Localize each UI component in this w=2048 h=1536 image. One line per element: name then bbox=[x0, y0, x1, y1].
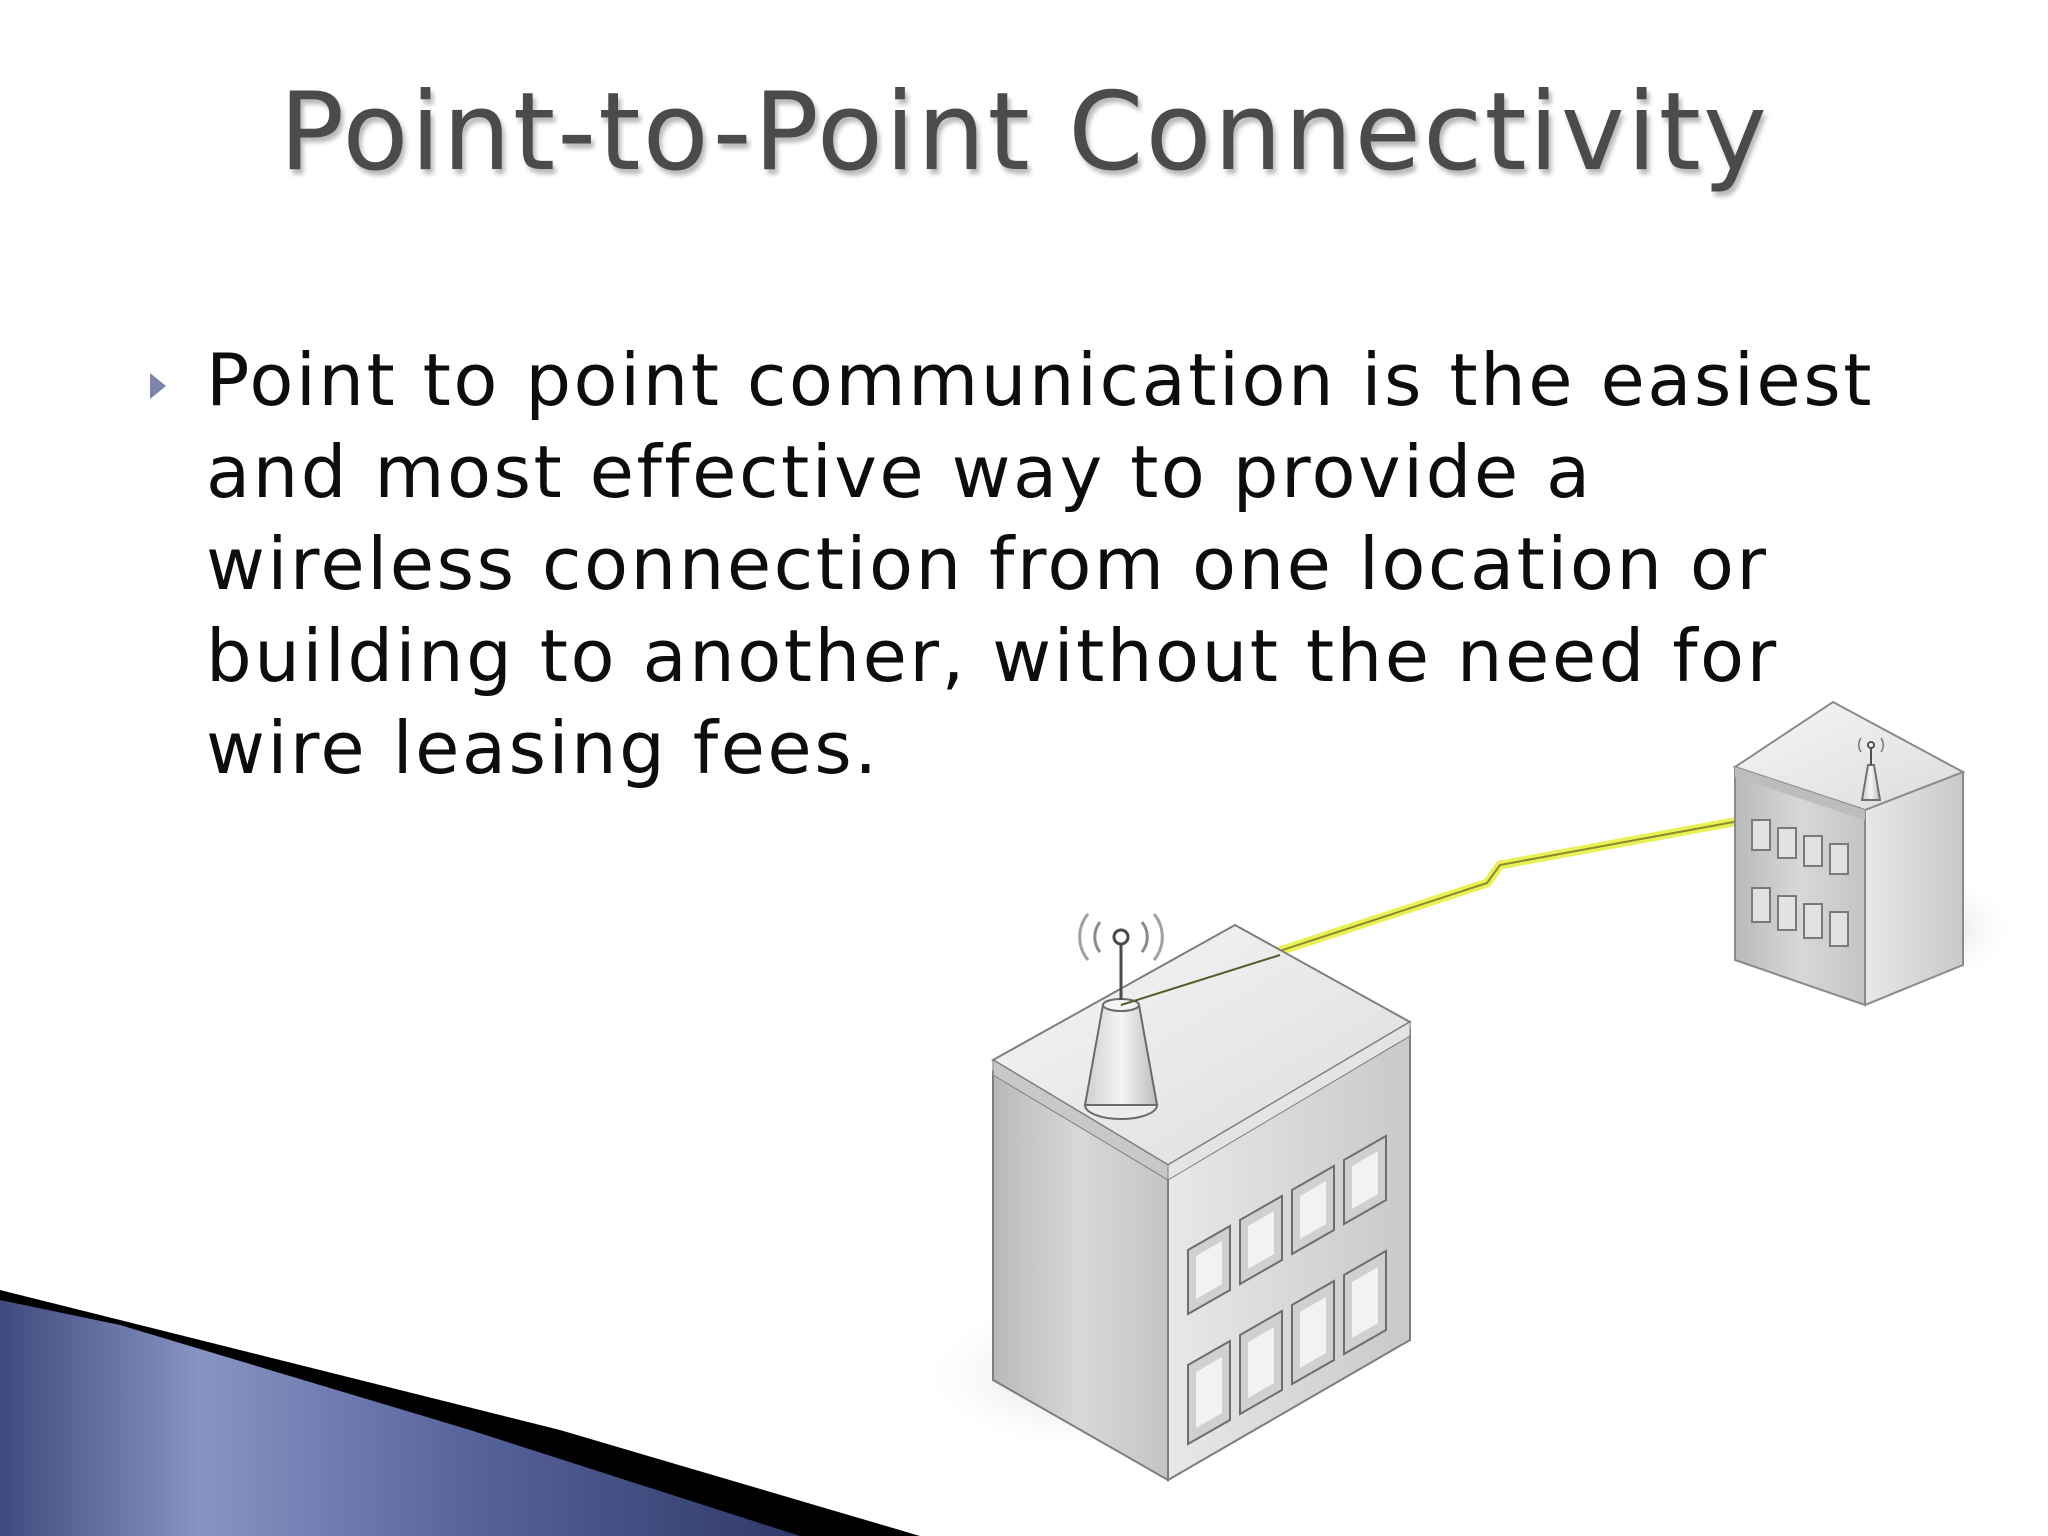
window-highlights bbox=[1196, 1151, 1378, 1428]
wireless-link-icon bbox=[1128, 790, 1881, 1005]
building-icon-far bbox=[1732, 700, 1966, 1007]
bullet-arrow-icon bbox=[150, 373, 166, 399]
bullet-text: Point to point communication is the easi… bbox=[206, 338, 1874, 790]
slide-title: Point-to-Point Connectivity bbox=[279, 70, 1769, 195]
building-icon-near bbox=[991, 913, 1413, 1482]
antenna-icon-far bbox=[1858, 737, 1884, 801]
antenna-icon-near bbox=[1078, 913, 1164, 1120]
